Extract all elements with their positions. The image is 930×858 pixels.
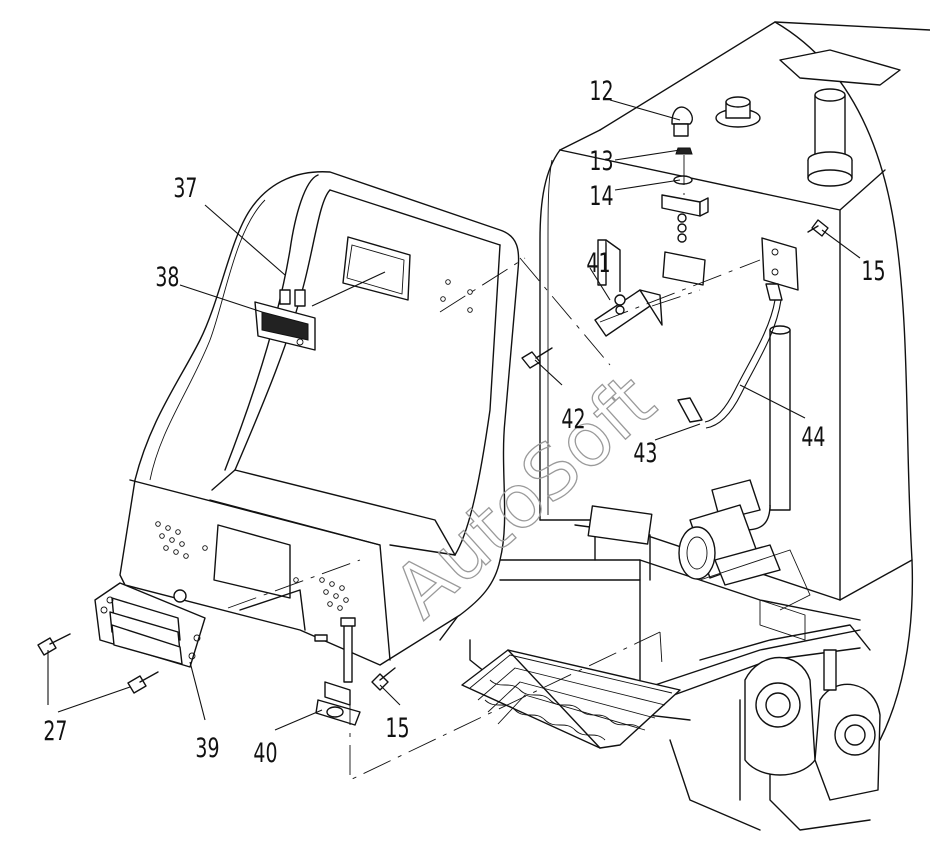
grille-cover [94,582,206,668]
center-lines [227,155,761,781]
callout-39: 39 [195,732,219,763]
callout-37: 37 [173,172,197,203]
bolt-27-b [127,671,159,694]
bolt-27-a [37,633,71,656]
side-cover-panel [119,171,520,666]
callout-13: 13 [589,145,613,176]
callout-15-upper: 15 [861,255,885,286]
callout-42: 42 [561,403,585,434]
callout-14: 14 [589,180,613,211]
vent-holes-right [293,577,349,611]
mount-bracket [594,239,706,337]
lever-bracket [677,219,829,429]
callout-43: 43 [633,437,657,468]
motor-assembly [587,325,811,611]
callout-41: 41 [586,247,610,278]
lamp-stack [661,106,709,243]
step-assembly [461,649,681,749]
machine-body [539,21,930,741]
callout-44: 44 [801,421,825,452]
leader-lines [47,99,861,731]
callout-12: 12 [589,75,613,106]
door-handle [254,289,316,351]
bolt-15-lower [371,667,396,691]
callout-27: 27 [43,715,67,746]
hinge-bracket [315,617,361,726]
vent-holes-left [155,521,208,559]
callout-15-lower: 15 [385,712,409,743]
callout-40: 40 [253,737,277,768]
bolt-42 [521,347,553,369]
callout-38: 38 [155,261,179,292]
part-callouts: 12 13 14 15 15 27 37 38 39 40 41 42 43 4… [43,75,885,768]
